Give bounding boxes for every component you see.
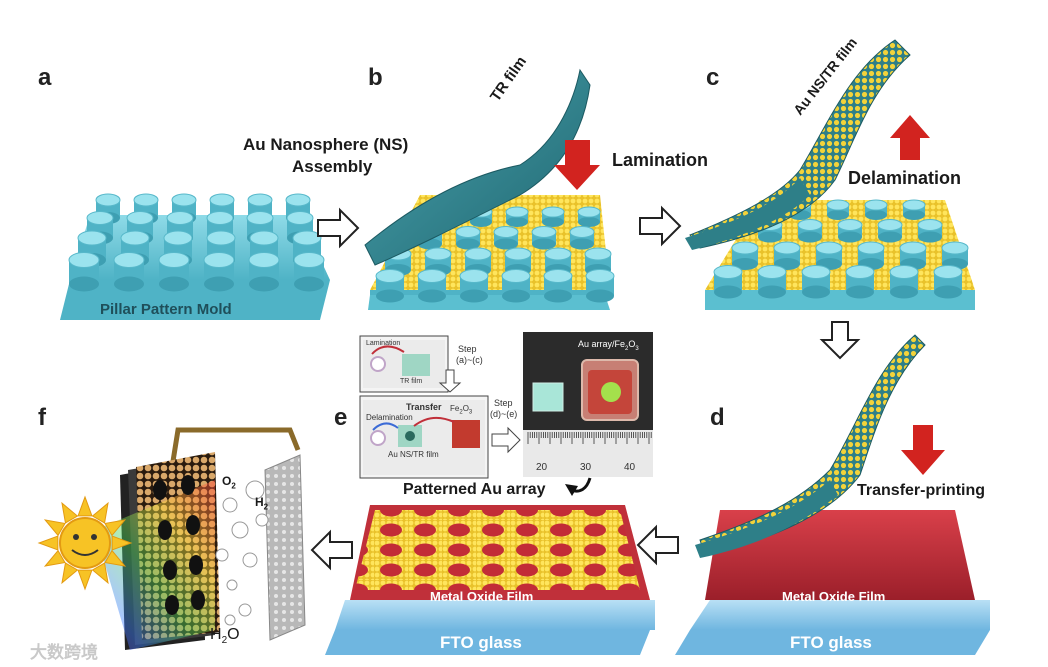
panel-letter-c: c xyxy=(706,64,720,91)
ruler-30: 30 xyxy=(580,462,592,473)
inset-photo xyxy=(523,332,653,477)
inset-schematic xyxy=(359,335,521,479)
h2o-label: H2O xyxy=(210,626,240,647)
panel-letter-f: f xyxy=(38,404,46,431)
inset-au-ns-tr-label: Au NS/TR film xyxy=(388,450,439,459)
panel-letter-d: d xyxy=(710,404,725,431)
fto-glass-label-e: FTO glass xyxy=(440,633,522,652)
process-arrows xyxy=(310,205,861,571)
watermark: 大数跨境 xyxy=(30,643,98,663)
inset-delamination-label: Delamination xyxy=(366,413,413,422)
inset-photo-title: Au array/Fe2O3 xyxy=(578,339,639,352)
inset-lamination-label: Lamination xyxy=(366,340,401,347)
inset-fe2o3-label: Fe2O3 xyxy=(450,404,473,416)
delamination-label: Delamination xyxy=(848,168,962,188)
lamination-label: Lamination xyxy=(612,150,709,170)
up-arrow-c xyxy=(890,115,930,160)
ruler-20: 20 xyxy=(536,462,548,473)
inset-step1-line1: Step xyxy=(458,344,477,354)
metal-oxide-label-d: Metal Oxide Film xyxy=(782,589,886,604)
down-arrow-d xyxy=(901,425,945,475)
inset-step2-line2: (d)~(e) xyxy=(490,409,518,419)
au-ns-assembly-label-1: Au Nanosphere (NS) xyxy=(243,135,409,154)
transfer-printing-label: Transfer-printing xyxy=(857,482,986,499)
panel-d-transfer-printing xyxy=(675,334,990,655)
inset-transfer-label: Transfer xyxy=(406,402,442,412)
au-ns-assembly-label-2: Assembly xyxy=(292,157,373,176)
down-arrow-b xyxy=(554,140,600,190)
sun-icon xyxy=(37,495,133,591)
h2-label: H2 xyxy=(255,495,269,512)
o2-label: O2 xyxy=(222,474,236,491)
panel-a-pillar-mold xyxy=(60,193,330,320)
panel-letter-b: b xyxy=(368,64,383,91)
panel-letter-a: a xyxy=(38,64,52,91)
metal-oxide-label-e: Metal Oxide Film xyxy=(430,589,534,604)
panel-e-patterned-array xyxy=(325,505,655,655)
inset-step1-line2: (a)~(c) xyxy=(456,355,483,365)
panel-letter-e: e xyxy=(334,404,348,431)
panel-f-water-splitting xyxy=(37,427,306,650)
inset-step2-line1: Step xyxy=(494,398,513,408)
inset-tr-film-label: TR film xyxy=(400,378,423,385)
fto-glass-label-d: FTO glass xyxy=(790,633,872,652)
patterned-au-array-label: Patterned Au array xyxy=(403,481,546,498)
pillar-mold-label: Pillar Pattern Mold xyxy=(100,301,232,318)
panel-c-delamination xyxy=(685,39,975,310)
ruler-40: 40 xyxy=(624,462,636,473)
panel-b-lamination xyxy=(364,68,615,310)
